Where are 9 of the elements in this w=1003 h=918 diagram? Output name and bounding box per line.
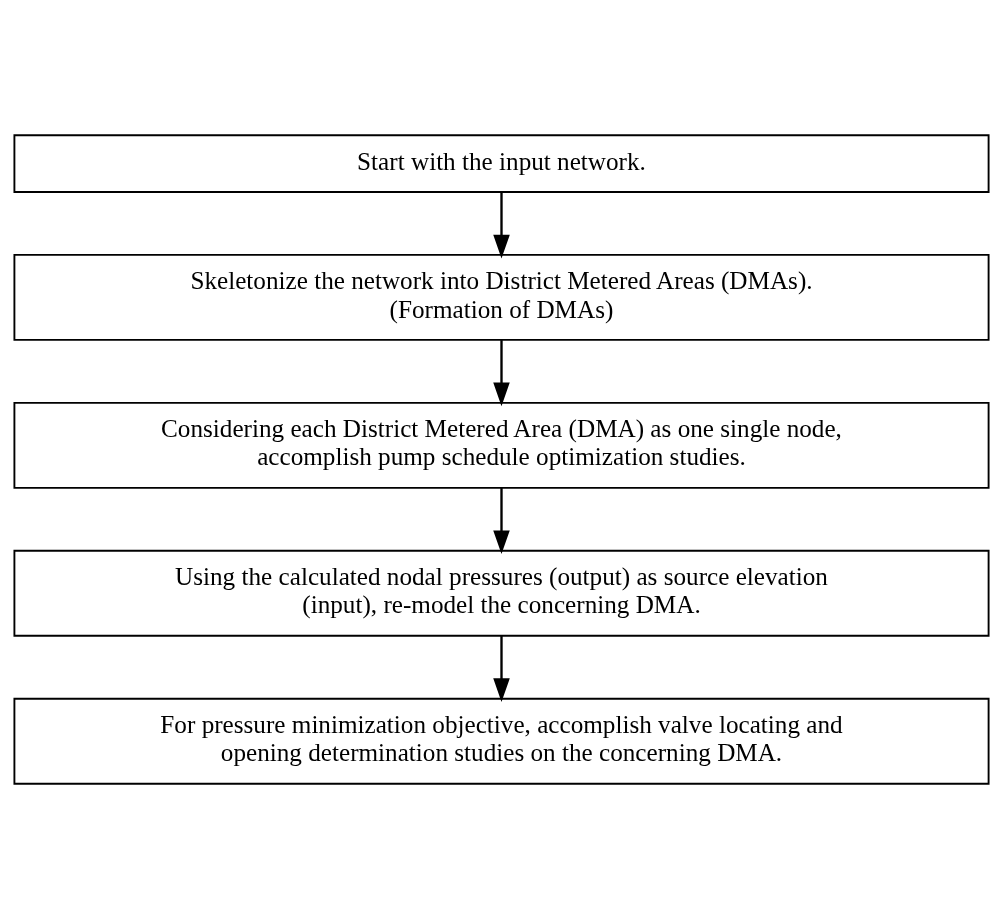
node-box: Using the calculated nodal pressures (output) as source elevation (input), re-model the concerning DMA. — [13, 549, 990, 637]
arrow — [493, 191, 510, 258]
arrow — [493, 339, 510, 406]
node-box: Skeletonize the network into District Metered Areas (DMAs). (Formation of DMAs) — [13, 253, 990, 341]
arrow — [493, 487, 510, 554]
node-box: Start with the input network. — [13, 133, 990, 193]
arrow — [493, 635, 510, 702]
node-box: Considering each District Metered Area (DMA) as one single node, accomplish pump schedule optimization studies. — [13, 401, 990, 489]
node-box: For pressure minimization objective, accomplish valve locating and opening determination studies on the concerning DMA. — [13, 697, 990, 785]
